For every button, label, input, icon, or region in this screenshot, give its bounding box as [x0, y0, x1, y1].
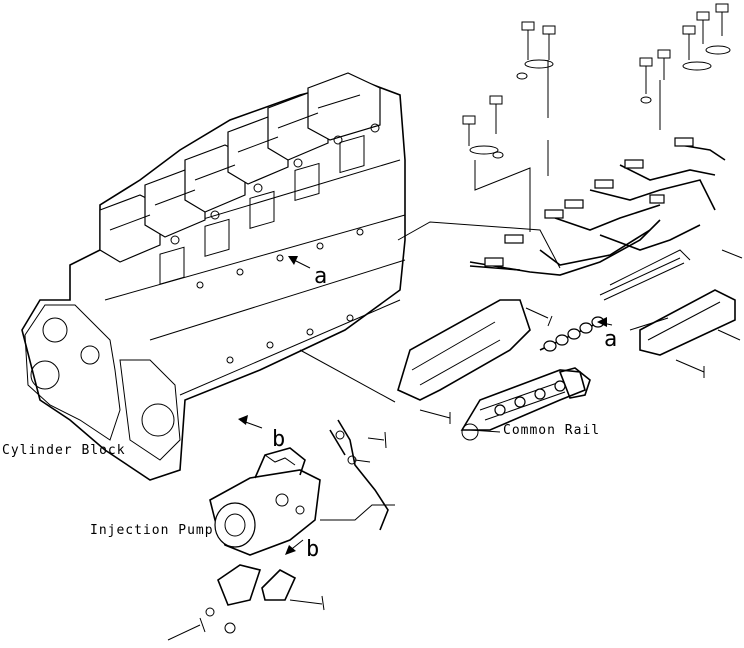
- arrow-a-rail-head: [597, 317, 607, 327]
- marker-a-rail: a: [604, 327, 617, 352]
- marker-a-engine: a: [314, 264, 327, 289]
- leader-lines: [238, 221, 669, 555]
- marker-b-pump: b: [306, 537, 319, 562]
- arrow-a-engine-head: [288, 256, 298, 265]
- injection-pump-assembly: [167, 419, 395, 641]
- tube-clamps-and-bolts: [462, 3, 731, 232]
- marker-b-block: b: [272, 427, 285, 452]
- cylinder-heads: [99, 72, 381, 263]
- engine-block: [21, 79, 406, 481]
- arrow-b-block-head: [238, 415, 248, 425]
- cylinder-block-label: Cylinder Block: [2, 443, 126, 458]
- injection-tubes: [469, 137, 726, 276]
- common-rail-label: Common Rail: [503, 423, 600, 438]
- common-rail-assembly: [397, 249, 743, 441]
- arrow-b-pump-head: [285, 545, 296, 555]
- injection-pump-label: Injection Pump: [90, 523, 214, 538]
